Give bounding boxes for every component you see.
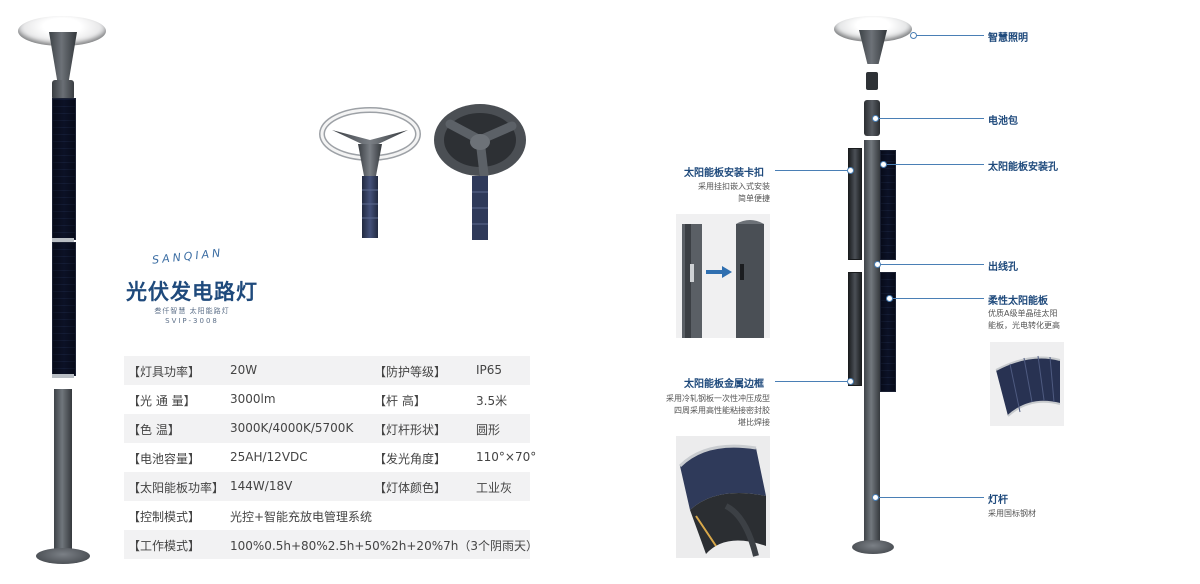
spec-key: 【发光角度】 — [374, 452, 447, 466]
spec-key: 【灯具功率】 — [128, 365, 201, 379]
lamp-head-bottom-view — [430, 100, 530, 242]
metal-frame-desc-line1: 采用冷轧钢板一次性冲压成型 — [666, 394, 770, 403]
pole-base-flange — [852, 540, 894, 554]
lamp-head-body — [49, 32, 77, 82]
spec-value: 25AH/12VDC — [230, 450, 308, 464]
lamp-neck — [52, 80, 74, 100]
label-battery: 电池包 — [988, 116, 1018, 127]
flexible-solar-panel-lower — [880, 272, 896, 392]
spec-value: 144W/18V — [230, 479, 293, 493]
metal-frame-lower — [848, 272, 862, 386]
clip-detail-image — [676, 214, 770, 338]
leader-line — [876, 118, 984, 119]
spec-value: 圆形 — [476, 423, 501, 437]
spec-row: 【工作模式】 100%0.5h+80%2.5h+50%2h+20%7h（3个阴雨… — [124, 530, 538, 559]
exploded-lamp-head — [834, 16, 914, 66]
flexible-panel-image — [990, 342, 1064, 426]
metal-frame-desc-line3: 堪比焊接 — [738, 418, 770, 427]
spec-row: 【控制模式】 光控+智能充放电管理系统 — [124, 501, 530, 530]
leader-dot — [910, 32, 917, 39]
spec-value: 3000lm — [230, 392, 276, 406]
leader-line — [884, 164, 984, 165]
spec-table: 【灯具功率】 20W 【防护等级】 IP65 【光 通 量】 3000lm 【杆… — [124, 356, 538, 559]
metal-frame-desc-line2: 四周采用高性能粘接密封胶 — [674, 406, 770, 415]
pole-lower-section — [54, 389, 72, 559]
label-panel-clip: 太阳能板安装卡扣 — [684, 168, 764, 179]
brand-logo: SANQIAN 光伏发电路灯 叁仟智慧 太阳能路灯 SVIP-3008 — [112, 246, 272, 330]
label-flex-panel: 柔性太阳能板 — [988, 296, 1048, 307]
leader-dot — [872, 115, 879, 122]
spec-key: 【灯体颜色】 — [374, 481, 447, 495]
spec-key: 【控制模式】 — [128, 510, 201, 524]
solar-panel-upper — [52, 98, 76, 240]
pole-desc: 采用国标钢材 — [988, 509, 1036, 518]
leader-line — [878, 264, 984, 265]
street-light-full-view — [14, 14, 114, 566]
lamp-head-body — [859, 30, 887, 64]
connector-plug — [866, 72, 878, 90]
lamp-head-side-view — [318, 100, 424, 240]
panel-separator — [52, 374, 74, 378]
spec-key: 【工作模式】 — [128, 539, 201, 553]
spec-row: 【太阳能板功率】 144W/18V 【灯体颜色】 工业灰 — [124, 472, 530, 501]
label-panel-hole: 太阳能板安装孔 — [988, 162, 1058, 173]
spec-value: 3.5米 — [476, 394, 508, 408]
spec-key: 【光 通 量】 — [128, 394, 196, 408]
leader-dot — [847, 378, 854, 385]
leader-line — [890, 298, 984, 299]
spec-row: 【色 温】 3000K/4000K/5700K 【灯杆形状】 圆形 — [124, 414, 530, 443]
leader-line — [914, 35, 984, 36]
label-wire-hole: 出线孔 — [988, 262, 1018, 273]
spec-value: 100%0.5h+80%2.5h+50%2h+20%7h（3个阴雨天） — [230, 539, 538, 553]
leader-dot — [880, 161, 887, 168]
spec-key: 【防护等级】 — [374, 365, 447, 379]
flexible-solar-panel-upper — [880, 150, 896, 260]
brand-model-code: SVIP-3008 — [165, 317, 219, 325]
brand-arc-text: SANQIAN — [151, 246, 224, 267]
spec-key: 【太阳能板功率】 — [128, 481, 225, 495]
brand-title: 光伏发电路灯 — [126, 280, 258, 304]
panel-separator — [52, 238, 74, 242]
spec-row: 【光 通 量】 3000lm 【杆 高】 3.5米 — [124, 385, 530, 414]
spec-value: 3000K/4000K/5700K — [230, 421, 354, 435]
leader-dot — [874, 261, 881, 268]
spec-value: 110°×70° — [476, 450, 537, 464]
pole-shaft — [864, 140, 880, 548]
leader-dot — [886, 295, 893, 302]
spec-value: IP65 — [476, 363, 503, 377]
leader-dot — [872, 494, 879, 501]
label-pole: 灯杆 — [988, 495, 1008, 506]
solar-panel-lower — [52, 242, 76, 376]
spec-key: 【灯杆形状】 — [374, 423, 447, 437]
panel-clip-desc-line2: 简单便捷 — [738, 194, 770, 203]
spec-row: 【电池容量】 25AH/12VDC 【发光角度】 110°×70° — [124, 443, 536, 472]
flex-panel-desc-line2: 能板，光电转化更高 — [988, 321, 1060, 330]
spec-value: 光控+智能充放电管理系统 — [230, 510, 373, 524]
label-metal-frame: 太阳能板金属边框 — [684, 379, 764, 390]
panel-clip-desc-line1: 采用挂扣嵌入式安装 — [698, 182, 770, 191]
spec-key: 【色 温】 — [128, 423, 180, 437]
label-smart-light: 智慧照明 — [988, 33, 1028, 44]
spec-key: 【杆 高】 — [374, 394, 426, 408]
spec-value: 工业灰 — [476, 481, 513, 495]
pole-base-flange — [36, 548, 90, 564]
metal-frame-upper — [848, 148, 862, 260]
flex-panel-desc-line1: 优质A级单晶硅太阳 — [988, 309, 1058, 318]
leader-line — [876, 497, 984, 498]
spec-key: 【电池容量】 — [128, 452, 201, 466]
leader-line — [775, 381, 847, 382]
leader-dot — [847, 167, 854, 174]
leader-line — [775, 170, 847, 171]
spec-value: 20W — [230, 363, 258, 377]
spec-row: 【灯具功率】 20W 【防护等级】 IP65 — [124, 356, 530, 385]
brand-subtitle: 叁仟智慧 太阳能路灯 — [154, 307, 230, 315]
frame-detail-image — [676, 436, 770, 558]
